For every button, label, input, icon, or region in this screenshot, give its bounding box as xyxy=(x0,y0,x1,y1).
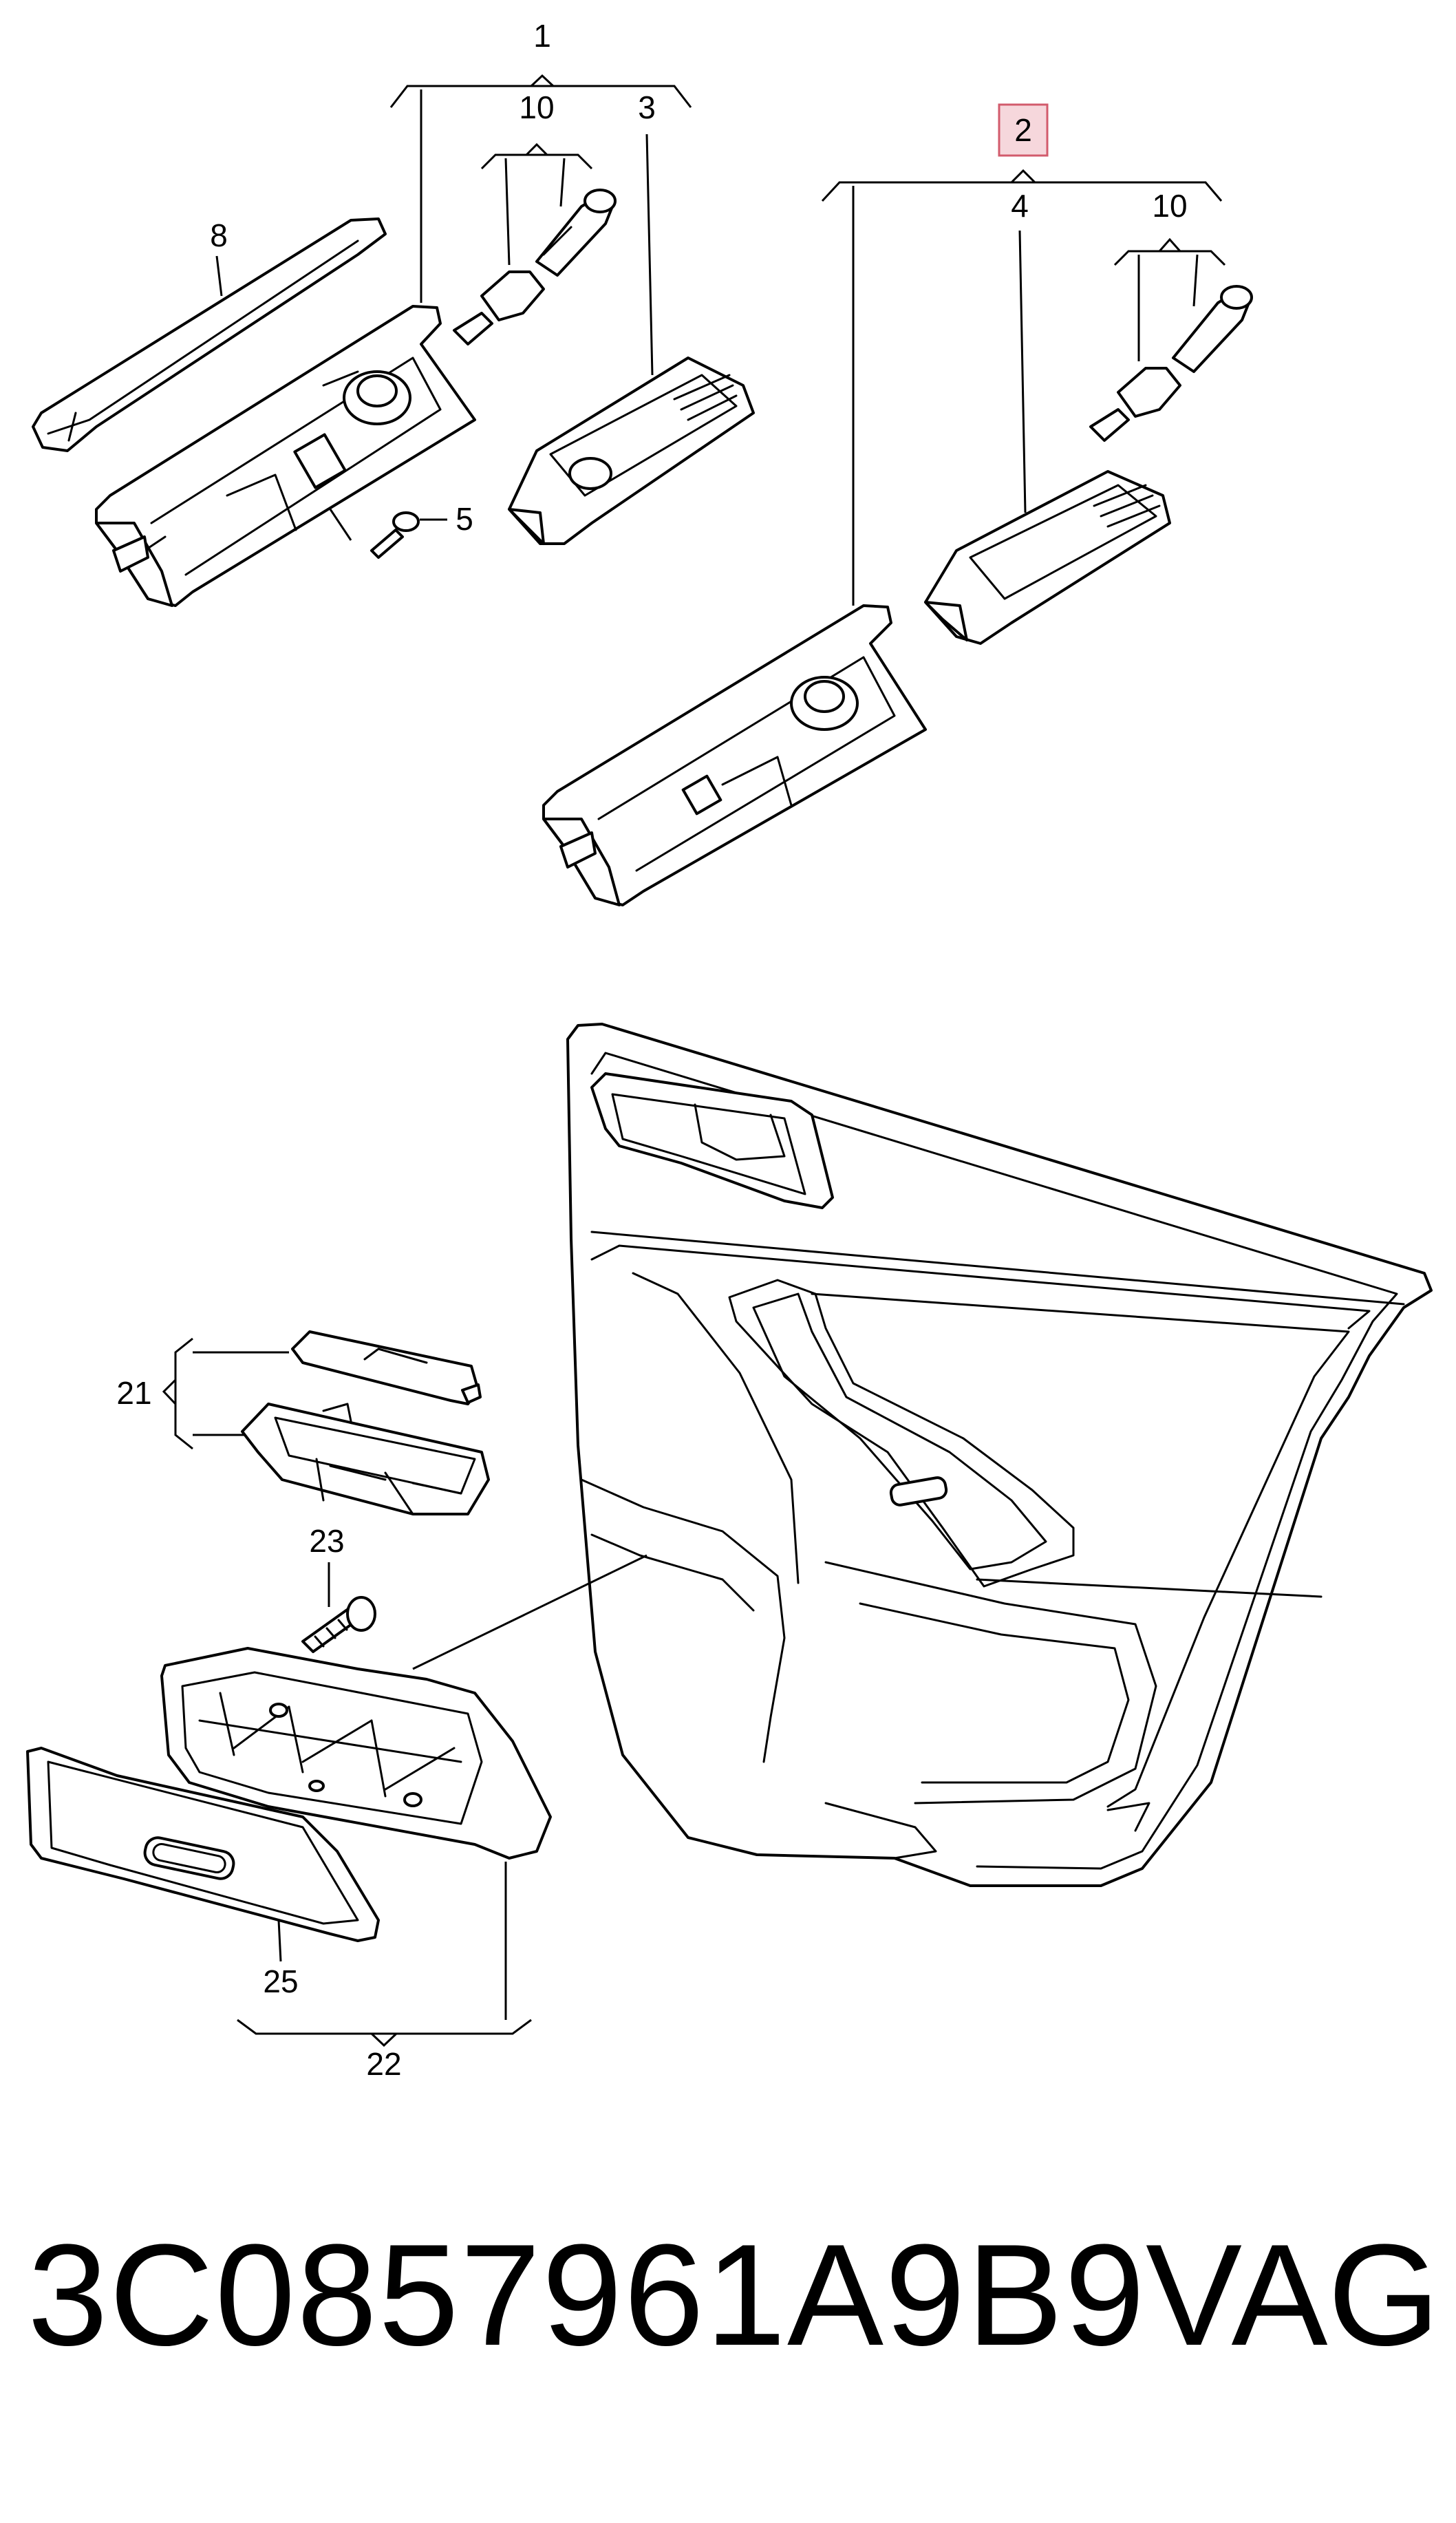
part-22-storage-compartment xyxy=(160,1554,647,1860)
bracket-label-22: 22 xyxy=(237,1862,532,2082)
bracket-label-2: 2 xyxy=(821,103,1223,606)
part-25-front-panel xyxy=(26,1747,380,1942)
door-trim-panel xyxy=(566,1023,1433,1887)
part-21-lid xyxy=(291,1330,482,1405)
leader-25: 25 xyxy=(263,1919,299,1999)
brand-text: VAG xyxy=(1146,2214,1440,2376)
part-23-screw: 23 xyxy=(301,1523,376,1653)
label-1: 1 xyxy=(533,18,551,54)
label-10-upper-right: 10 xyxy=(1152,188,1187,224)
part-3-ashtray-insert: 3 xyxy=(508,89,755,545)
bracket-label-10a: 10 xyxy=(480,89,593,266)
label-8: 8 xyxy=(210,217,228,253)
label-2: 2 xyxy=(1014,112,1032,148)
label-4: 4 xyxy=(1011,188,1029,224)
label-23: 23 xyxy=(309,1523,344,1559)
label-3: 3 xyxy=(638,89,656,125)
label-10-upper-left: 10 xyxy=(519,89,554,125)
part-4-ashtray-insert: 4 xyxy=(924,188,1171,645)
label-2-highlight-box xyxy=(998,103,1049,157)
bracket-label-21: 21 xyxy=(116,1337,289,1450)
bracket-label-10b: 10 xyxy=(1113,188,1226,361)
part-8-cover: 8 xyxy=(32,217,387,452)
label-21: 21 xyxy=(116,1375,151,1411)
label-25: 25 xyxy=(263,1963,298,1999)
part-1-ashtray-housing xyxy=(95,305,476,607)
part-10-lighter-upper-right xyxy=(1089,285,1253,442)
part-21-tray xyxy=(241,1403,490,1515)
label-22: 22 xyxy=(366,2046,401,2082)
part-5-screw: 5 xyxy=(370,501,473,559)
bracket-label-1: 1 xyxy=(389,18,692,303)
part-number-text: 3C0857961A9B9 xyxy=(28,2214,1146,2376)
label-5: 5 xyxy=(456,501,473,537)
part-2-ashtray-housing xyxy=(542,604,927,906)
part-10-lighter-upper-left xyxy=(453,189,617,345)
